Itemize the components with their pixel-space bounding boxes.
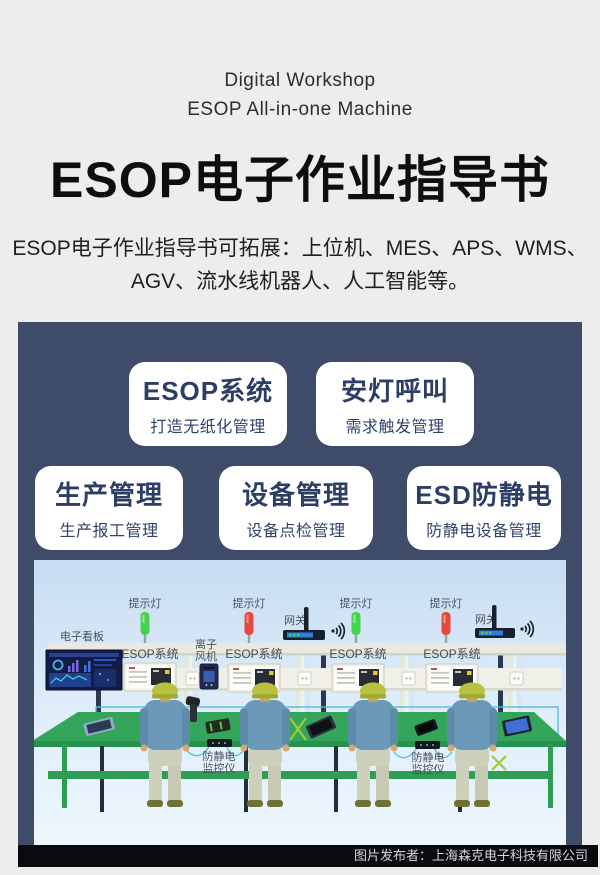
esd-monitor-device: 防静电 监控仪 xyxy=(185,739,245,775)
description-line-1: ESOP电子作业指导书可拓展：上位机、MES、APS、WMS、 xyxy=(12,237,588,260)
barcode-scanner xyxy=(185,696,201,722)
card-title: ESOP系统 xyxy=(142,376,274,406)
feature-card-production: 生产管理 生产报工管理 xyxy=(35,466,183,550)
warning-light-icon xyxy=(441,612,451,635)
feature-card-esop-system: ESOP系统 打造无纸化管理 xyxy=(129,362,287,446)
antenna-icon xyxy=(304,607,309,632)
warning-light-icon xyxy=(140,612,150,635)
header-line-english-2: ESOP All-in-one Machine xyxy=(187,99,413,120)
light-label: 提示灯 xyxy=(233,597,266,610)
gateway-label: 网关 xyxy=(284,613,306,627)
ground-wire-icon xyxy=(289,717,307,741)
bench-items xyxy=(83,696,532,739)
wifi-signal-icon xyxy=(330,622,346,640)
screen-label: ESOP系统 xyxy=(121,647,178,661)
esd-label-1: 防静电 xyxy=(412,750,445,764)
esd-label-2: 监控仪 xyxy=(412,762,445,776)
esd-label-2: 监控仪 xyxy=(203,761,236,775)
tablet-device xyxy=(83,716,115,736)
worker-figure xyxy=(447,682,497,807)
page-title: ESOP电子作业指导书 xyxy=(50,152,550,208)
ion-fan-label-1: 离子 xyxy=(195,637,217,651)
dashboard-screen: 电子看板 xyxy=(45,629,123,691)
publisher-credit: 图片发布者：上海森克电子科技有限公司 xyxy=(18,845,598,867)
feature-card-equipment: 设备管理 设备点检管理 xyxy=(219,466,373,550)
description: ESOP电子作业指导书可拓展：上位机、MES、APS、WMS、 AGV、流水线机… xyxy=(0,232,600,298)
warning-light-icon xyxy=(244,612,254,635)
tablet-device xyxy=(502,715,532,737)
worker-figure xyxy=(140,682,190,807)
tool-device xyxy=(205,718,231,734)
screen-label: ESOP系统 xyxy=(423,647,480,661)
workshop-illustration: 提示灯 提示灯 提示灯 提示灯 网关 xyxy=(34,560,566,845)
overhead-beam xyxy=(48,643,566,656)
card-subtitle: 设备点检管理 xyxy=(246,523,346,540)
workshop-scene: 提示灯 提示灯 提示灯 提示灯 网关 xyxy=(34,597,566,812)
esd-label-1: 防静电 xyxy=(203,749,236,763)
warning-light-icon xyxy=(351,612,361,635)
gateway-router: 网关 xyxy=(475,605,535,638)
esd-monitor-device: 防静电 监控仪 xyxy=(393,741,453,776)
card-subtitle: 需求触发管理 xyxy=(345,419,445,436)
light-label: 提示灯 xyxy=(129,597,162,610)
wifi-signal-icon xyxy=(519,620,535,638)
tablet-device xyxy=(306,715,336,739)
description-line-2: AGV、流水线机器人、人工智能等。 xyxy=(130,270,470,293)
feature-card-esd: ESD防静电 防静电设备管理 xyxy=(407,466,561,550)
gateway-label: 网关 xyxy=(475,612,497,626)
ground-wire-icon xyxy=(491,755,507,771)
dashboard-label: 电子看板 xyxy=(60,629,104,643)
card-title: 设备管理 xyxy=(241,480,350,510)
light-label: 提示灯 xyxy=(340,597,373,610)
card-title: 安灯呼叫 xyxy=(340,376,449,406)
antenna-icon xyxy=(492,605,497,630)
light-label: 提示灯 xyxy=(430,597,463,610)
workbench-rail xyxy=(48,771,550,779)
phone-device xyxy=(414,719,438,736)
card-title: ESD防静电 xyxy=(415,480,553,510)
worker-figure xyxy=(348,682,398,807)
gateway-router: 网关 xyxy=(283,607,346,640)
ion-fan-label-2: 风机 xyxy=(195,649,217,663)
ion-fan-device: 离子 风机 xyxy=(195,637,219,690)
card-subtitle: 打造无纸化管理 xyxy=(150,419,266,436)
indicator-lights: 提示灯 提示灯 提示灯 提示灯 xyxy=(129,597,463,643)
screen-label: ESOP系统 xyxy=(225,647,282,661)
screen-label: ESOP系统 xyxy=(329,647,386,661)
frame-posts xyxy=(96,655,503,747)
card-title: 生产管理 xyxy=(54,480,163,510)
outlet-icons xyxy=(185,671,524,686)
card-subtitle: 防静电设备管理 xyxy=(426,523,542,540)
header-line-english-1: Digital Workshop xyxy=(224,70,376,91)
card-subtitle: 生产报工管理 xyxy=(59,523,159,540)
feature-card-andon-call: 安灯呼叫 需求触发管理 xyxy=(316,362,474,446)
